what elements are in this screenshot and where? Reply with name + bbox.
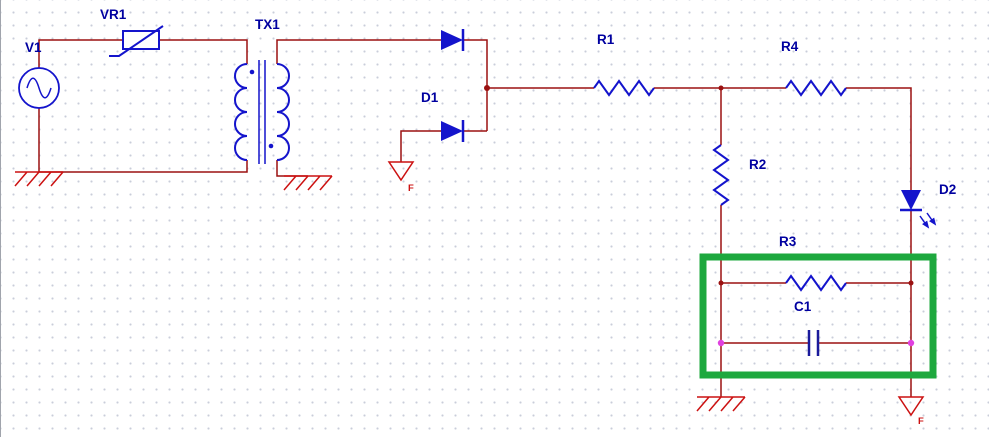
component-vr1-varistor[interactable]: VR1 [100,7,164,57]
selection-highlight-box [699,253,937,379]
ground-flag-label: F [408,183,414,194]
sine-wave-glyph [26,77,52,99]
ground-earth-r2-rail[interactable] [696,396,746,412]
component-label-tx1: TX1 [255,17,280,32]
component-label-r1: R1 [597,32,615,47]
component-label-c1: C1 [794,299,812,314]
ground-flag-d1[interactable]: F [387,161,415,194]
wire[interactable] [463,39,488,131]
led-emission-arrows [919,212,937,229]
varistor-diagonal [109,25,164,57]
diode-bottom-symbol[interactable] [441,121,463,141]
resistor-zigzag[interactable] [593,79,655,97]
junction-dots [484,85,915,347]
ground-flag-right-rail[interactable]: F [897,396,925,427]
resistor-zigzag[interactable] [785,79,847,97]
diode-top-symbol[interactable] [441,30,463,50]
node-terminal-dot [907,339,915,347]
ground-earth-left[interactable] [14,171,64,187]
wire[interactable] [39,160,248,173]
component-label-vr1: VR1 [100,7,127,22]
junction-dot [484,85,490,91]
earth-ground-symbol [14,171,64,187]
component-v1-ac-source[interactable]: V1 [18,40,60,109]
component-label-r4: R4 [781,39,799,54]
component-label-d1: D1 [421,90,439,105]
resistor-zigzag[interactable] [785,274,847,292]
earth-ground-symbol [696,396,746,412]
junction-dot [718,280,724,286]
secondary-winding[interactable] [276,63,290,161]
flag-ground-symbol [897,396,925,417]
component-label-d2: D2 [939,182,956,197]
component-d2-led[interactable]: D2 [900,182,956,229]
component-d1-diodes[interactable]: D1 [421,29,465,142]
ground-flag-label: F [918,416,924,427]
component-label-r2: R2 [749,157,766,172]
component-r2-resistor[interactable]: R2 [712,144,766,206]
component-label-v1: V1 [25,40,42,55]
wire[interactable] [276,39,441,64]
junction-dot [718,85,724,91]
primary-winding[interactable] [234,63,248,161]
ground-earth-tx1[interactable] [283,175,333,191]
component-r4-resistor[interactable]: R4 [781,39,847,97]
flag-ground-symbol [387,161,415,182]
component-r3-resistor[interactable]: R3 [779,234,847,292]
component-tx1-transformer[interactable]: TX1 [234,17,290,164]
led-symbol[interactable] [901,190,921,210]
transformer-core [258,60,266,164]
resistor-zigzag[interactable] [712,144,730,206]
polarity-dot-primary [249,69,255,75]
wire-net[interactable] [38,39,912,397]
component-c1-capacitor[interactable]: C1 [794,299,820,356]
earth-ground-symbol [283,175,333,191]
node-terminal-dot [717,339,725,347]
wire[interactable] [276,160,308,177]
wire[interactable] [846,87,912,190]
polarity-dot-secondary [268,143,274,149]
component-r1-resistor[interactable]: R1 [593,32,655,97]
wire[interactable] [400,130,441,162]
component-label-r3: R3 [779,234,797,249]
junction-dot [908,280,914,286]
